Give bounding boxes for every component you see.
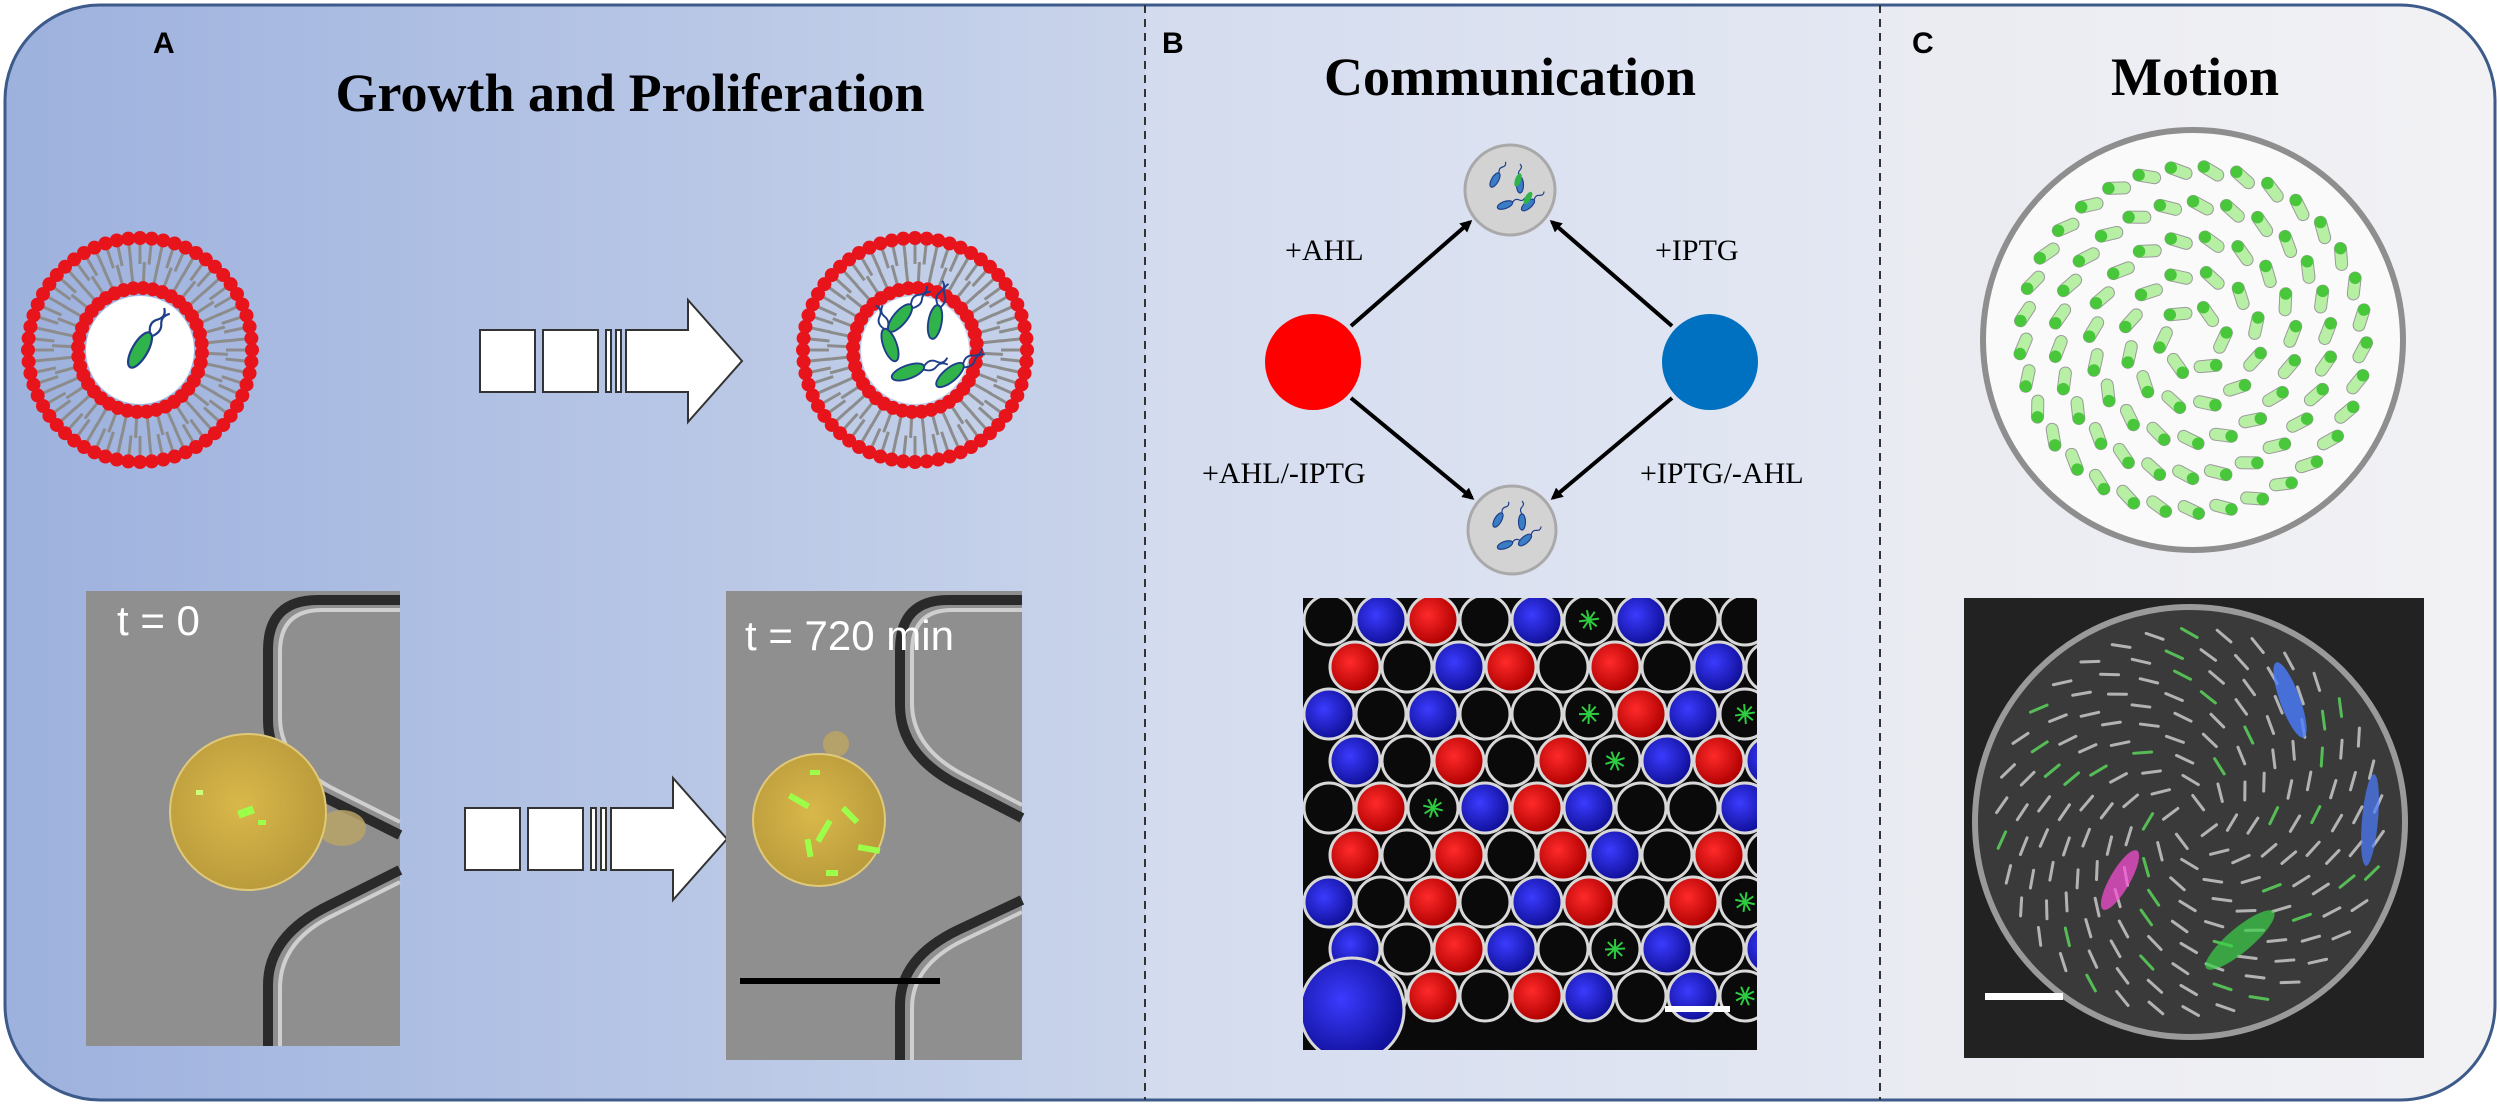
panel-b-letter: B [1162, 27, 1184, 61]
panel-b-title: Communication [1300, 46, 1720, 108]
motion-micrograph [1964, 598, 2424, 1058]
scale-bar [1985, 993, 2063, 1000]
label-iptg: +IPTG [1655, 234, 1739, 268]
droplet-micrograph [1300, 595, 1796, 1062]
scale-bar [740, 978, 940, 984]
panel-a-letter: A [153, 27, 175, 61]
scale-bar [1665, 1006, 1730, 1012]
micrograph-t0 [86, 591, 400, 1046]
micrograph-time-start: t = 0 [117, 597, 200, 645]
target-vesicle-top [1465, 145, 1555, 235]
micrograph-t720 [726, 591, 1022, 1060]
label-iptg-minus-ahl: +IPTG/-AHL [1640, 457, 1804, 491]
panel-c-title: Motion [2045, 46, 2345, 108]
sender-blue-droplet [1662, 314, 1758, 410]
sender-red-droplet [1265, 314, 1361, 410]
micrograph-time-end: t = 720 min [745, 612, 954, 660]
target-vesicle-bottom [1468, 486, 1556, 574]
motion-schematic [1983, 130, 2403, 550]
label-ahl-minus-iptg: +AHL/-IPTG [1202, 457, 1366, 491]
panel-a-title: Growth and Proliferation [280, 62, 980, 124]
panel-c-letter: C [1912, 27, 1934, 61]
label-ahl: +AHL [1285, 234, 1364, 268]
